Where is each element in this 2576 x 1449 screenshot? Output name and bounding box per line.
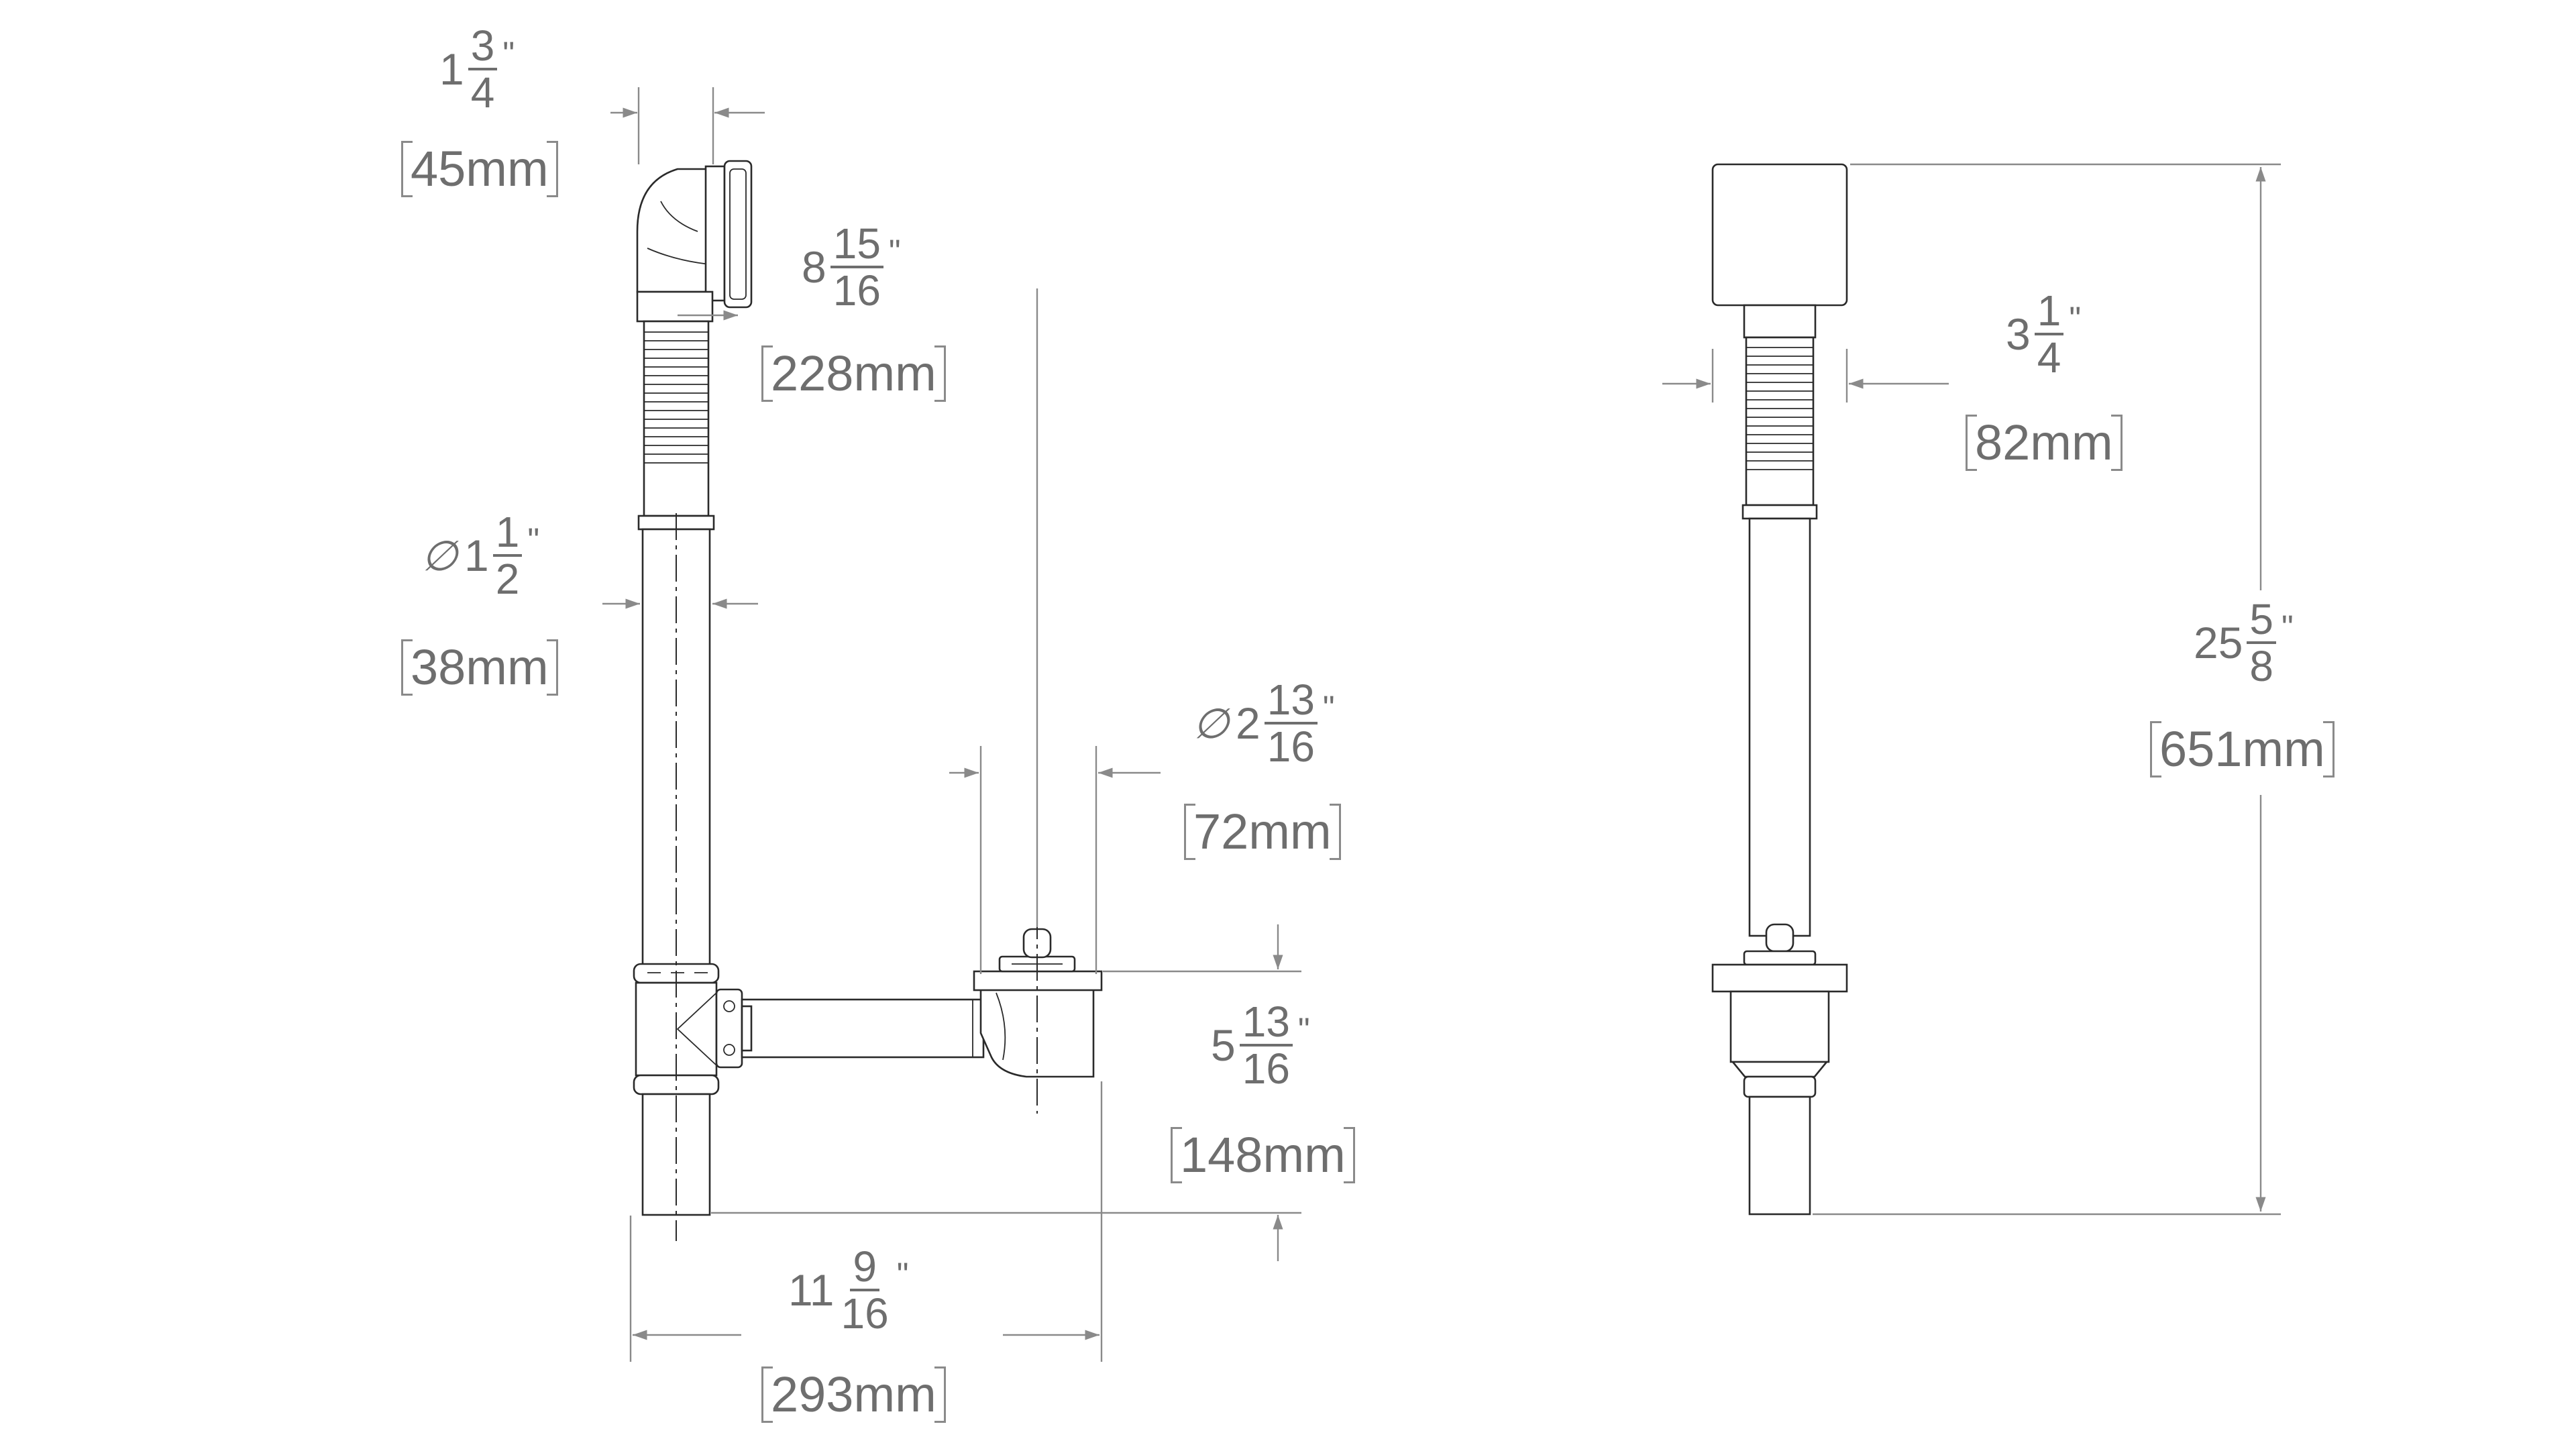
- dim-whole: 25: [2194, 618, 2243, 667]
- flex-hose-upper: [643, 320, 710, 517]
- overflow-cover-plate: [723, 160, 753, 309]
- dim-unit: ": [896, 1256, 909, 1293]
- dim-numerator: 3: [468, 23, 498, 70]
- dim-numerator: 9: [850, 1244, 879, 1291]
- dim-denominator: 16: [1242, 1044, 1290, 1093]
- dim-drain-diameter-inch: ∅ 2 13 16 ": [1193, 678, 1335, 769]
- side-drain-body: [1729, 990, 1830, 1063]
- dim-overall-height-inch: 25 5 8 ": [2194, 597, 2294, 688]
- flex-hose-ribs: [644, 331, 708, 464]
- dim-offset-inch: 8 15 16 ": [802, 221, 901, 313]
- side-tube: [1748, 517, 1811, 937]
- dim-drain-height-inch: 5 13 16 ": [1211, 1000, 1310, 1091]
- dim-denominator: 16: [841, 1289, 889, 1338]
- dim-unit: ": [888, 233, 901, 270]
- dim-whole: 1: [439, 44, 464, 94]
- dim-fraction: 13 16: [1239, 1000, 1293, 1093]
- side-stopper-knob: [1765, 923, 1794, 953]
- dim-denominator: 2: [495, 555, 520, 603]
- dim-unit: ": [1297, 1011, 1310, 1049]
- overflow-elbow: [636, 168, 718, 293]
- dim-whole: 5: [1211, 1020, 1236, 1070]
- side-overflow-cover: [1711, 163, 1848, 307]
- waste-arm: [741, 998, 985, 1059]
- dim-whole: 2: [1236, 698, 1260, 748]
- dim-whole: 8: [802, 242, 826, 292]
- dim-numerator: 1: [2034, 288, 2064, 335]
- side-tailpiece: [1748, 1095, 1811, 1216]
- dim-side-width-inch: 3 1 4 ": [2006, 288, 2081, 380]
- dim-whole: 3: [2006, 309, 2031, 359]
- dim-unit: ": [2282, 608, 2294, 646]
- side-drain-flange: [1711, 963, 1848, 993]
- dim-fraction: 15 16: [830, 221, 883, 313]
- side-flex-hose-ribs: [1746, 347, 1813, 470]
- dim-whole: 11: [788, 1265, 835, 1315]
- dim-fraction: 5 8: [2247, 597, 2277, 690]
- dim-overflow-width-mm: 45mm: [401, 141, 558, 197]
- dim-tube-diameter-mm: 38mm: [401, 639, 558, 696]
- dim-denominator: 4: [2037, 333, 2061, 382]
- dim-fraction: 13 16: [1264, 678, 1318, 771]
- dim-whole: 1: [464, 531, 489, 580]
- diameter-symbol: ∅: [1193, 700, 1230, 747]
- dim-numerator: 13: [1264, 678, 1318, 724]
- dim-overflow-width-inch: 1 3 4 ": [439, 23, 515, 115]
- dim-denominator: 16: [833, 266, 881, 315]
- dim-numerator: 1: [492, 510, 523, 557]
- dim-denominator: 4: [470, 68, 495, 117]
- dim-numerator: 13: [1239, 1000, 1293, 1046]
- dim-drain-height-mm: 148mm: [1171, 1127, 1355, 1183]
- dim-unit: ": [502, 35, 515, 72]
- dim-fraction: 3 4: [468, 23, 498, 115]
- dim-overall-height-mm: 651mm: [2150, 721, 2334, 777]
- dim-fraction: 1 2: [492, 510, 523, 603]
- diameter-symbol: ∅: [421, 533, 458, 580]
- dim-fraction: 9 16: [839, 1244, 892, 1336]
- side-view: [1711, 163, 1848, 1216]
- drain-body: [979, 987, 1095, 1078]
- dim-overall-width-mm: 293mm: [761, 1366, 946, 1423]
- dim-overall-width-inch: 11 9 16 ": [788, 1244, 908, 1336]
- dim-denominator: 16: [1267, 722, 1315, 771]
- overflow-flange: [704, 165, 726, 302]
- side-flex-hose: [1745, 336, 1815, 506]
- dim-numerator: 15: [830, 221, 883, 268]
- dim-offset-mm: 228mm: [761, 345, 946, 402]
- dim-drain-diameter-mm: 72mm: [1184, 804, 1341, 860]
- dim-unit: ": [527, 521, 540, 559]
- dim-tube-diameter-inch: ∅ 1 1 2 ": [421, 510, 539, 601]
- dim-side-width-mm: 82mm: [1966, 415, 2123, 471]
- dimension-lines: [602, 87, 2281, 1362]
- dim-denominator: 8: [2249, 642, 2274, 690]
- dim-unit: ": [1322, 689, 1335, 727]
- dim-fraction: 1 4: [2034, 288, 2064, 382]
- dim-numerator: 5: [2247, 597, 2277, 644]
- dim-unit: ": [2069, 300, 2082, 337]
- front-view: [633, 160, 1103, 1241]
